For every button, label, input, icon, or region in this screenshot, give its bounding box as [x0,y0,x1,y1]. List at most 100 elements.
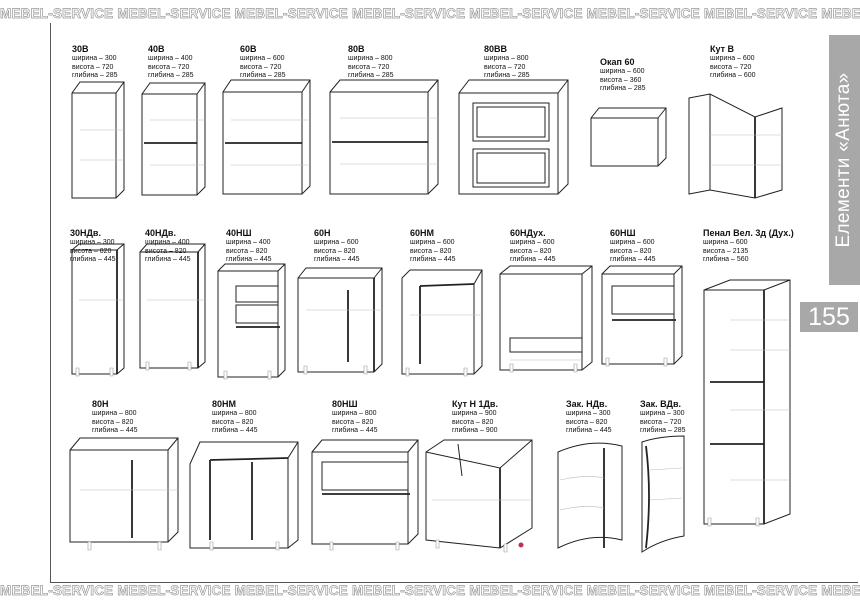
item-spec-height: висота – 820 [226,247,268,255]
item-spec-height: висота – 820 [212,418,254,426]
cabinet-60nm [402,270,482,376]
item-title: Зак. НДв. [566,399,608,409]
item-spec-height: висота – 820 [510,247,552,255]
item-spec-depth: глибина – 600 [710,72,756,80]
item-title: 60НДух. [510,228,546,238]
item-spec-depth: глибина – 285 [72,72,118,80]
item-spec-width: ширина – 600 [703,239,748,246]
item-spec-width: ширина – 300 [640,410,685,417]
item-title: 60В [240,44,257,54]
catalog-frame [50,23,858,583]
item-spec-height: висота – 820 [452,418,494,426]
item-spec-depth: глибина – 445 [314,256,360,264]
item-spec-width: ширина – 300 [566,410,611,417]
item-title: 60Н [314,228,331,238]
item-title: 40В [148,44,165,54]
item-spec-depth: глибина – 285 [600,85,646,93]
cabinet-60nsh [602,266,682,366]
cabinet-40v [142,83,205,195]
item-spec-width: ширина – 400 [148,55,193,62]
item-spec-height: висота – 820 [610,247,652,255]
item-title: Окап 60 [600,57,635,67]
item-spec-height: висота – 720 [148,63,190,71]
item-spec-depth: глибина – 445 [332,427,378,435]
item-spec-depth: глибина – 445 [212,427,258,435]
item-spec-height: висота – 820 [332,418,374,426]
item-title: 40НШ [226,228,252,238]
item-title: Зак. ВДв. [640,399,681,409]
item-spec-depth: глибина – 900 [452,427,498,435]
item-spec-depth: глибина – 560 [703,256,749,264]
cabinet-80vv [459,80,568,194]
cabinet-40ndv [140,244,205,370]
item-spec-width: ширина – 600 [710,55,755,62]
item-spec-width: ширина – 400 [145,239,190,246]
item-title: 80НШ [332,399,358,409]
cabinet-60n [298,268,382,374]
item-spec-height: висота – 820 [92,418,134,426]
item-spec-height: висота – 720 [240,63,282,71]
item-spec-height: висота – 720 [710,63,752,71]
item-spec-depth: глибина – 445 [410,256,456,264]
item-title: 80ВВ [484,44,508,54]
cabinet-30ndv [72,244,124,376]
cabinet-80nsh [312,440,418,550]
item-spec-depth: глибина – 445 [566,427,612,435]
item-spec-height: висота – 820 [410,247,452,255]
item-title: 30В [72,44,89,54]
item-title: Кут Н 1Дв. [452,399,498,409]
item-spec-depth: глибина – 445 [92,427,138,435]
item-spec-width: ширина – 800 [332,410,377,417]
item-title: Кут В [710,44,735,54]
item-spec-width: ширина – 400 [226,239,271,246]
item-spec-depth: глибина – 285 [240,72,286,80]
item-spec-height: висота – 720 [640,418,682,426]
item-spec-height: висота – 720 [72,63,114,71]
item-title: Пенал Вел. 3д (Дух.) [703,228,794,238]
cabinet-40nsh [218,264,285,379]
item-title: 60НМ [410,228,435,238]
item-spec-width: ширина – 800 [212,410,257,417]
sidebar-section-tab: Елементи «Анюта» [829,35,860,285]
item-spec-depth: глибина – 285 [640,427,686,435]
item-spec-width: ширина – 800 [484,55,529,62]
item-spec-depth: глибина – 445 [510,256,556,264]
cabinet-60v [223,80,310,194]
item-spec-height: висота – 360 [600,76,642,84]
item-title: 40НДв. [145,228,176,238]
cabinet-80n [70,438,178,550]
item-spec-width: ширина – 600 [600,68,645,75]
item-title: 30НДв. [70,228,101,238]
cabinet-kut-v [689,94,782,198]
cabinet-60nduh [500,266,592,372]
item-spec-width: ширина – 600 [510,239,555,246]
item-spec-depth: глибина – 285 [348,72,394,80]
footer-watermark-banner: MEBEL-SERVICE MEBEL-SERVICE MEBEL-SERVIC… [0,583,860,598]
item-spec-width: ширина – 300 [72,55,117,62]
item-spec-depth: глибина – 285 [484,72,530,80]
item-title: 80Н [92,399,109,409]
cabinet-zak-vdv [642,436,684,552]
item-spec-depth: глибина – 285 [148,72,194,80]
cabinet-okap-60 [591,108,666,166]
item-spec-depth: глибина – 445 [610,256,656,264]
cabinet-80nm [190,442,298,550]
item-title: 80В [348,44,365,54]
item-spec-width: ширина – 900 [452,410,497,417]
